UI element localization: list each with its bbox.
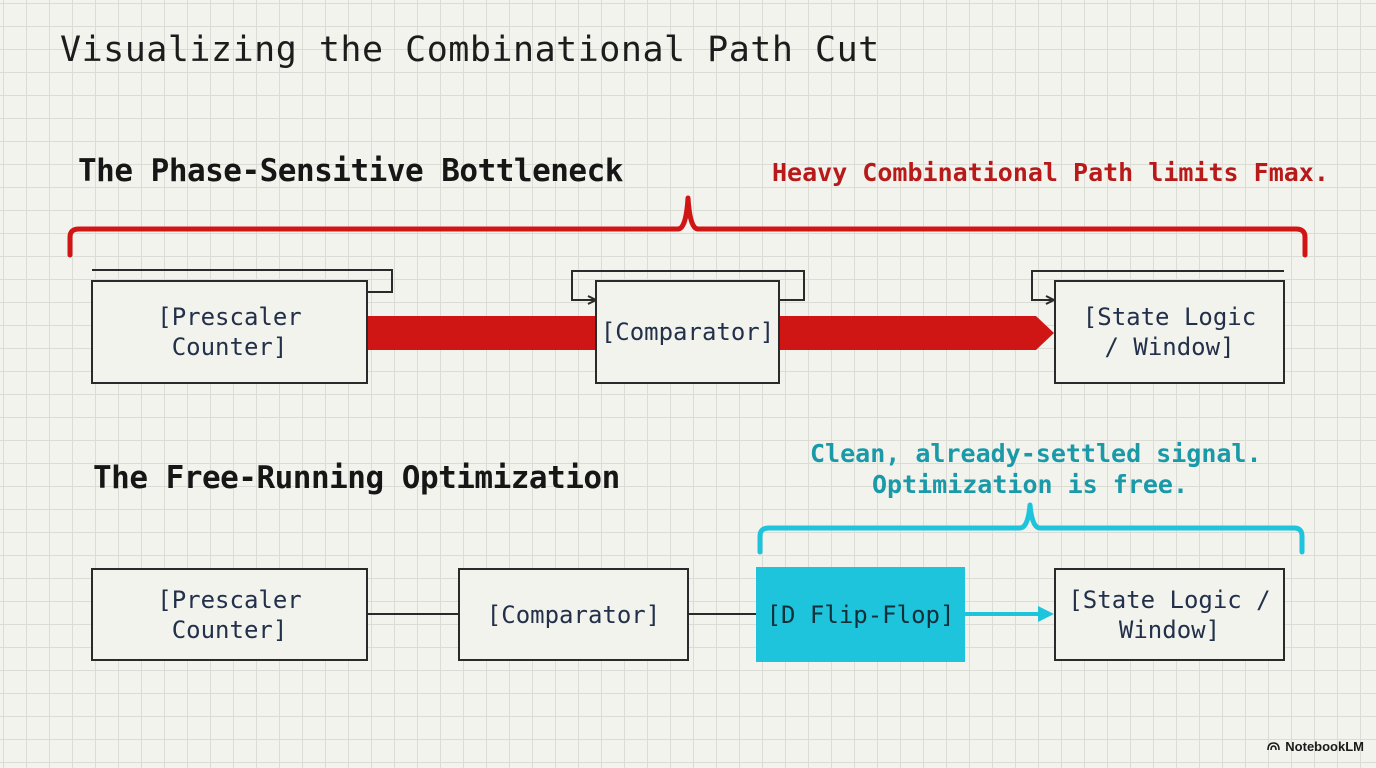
bottleneck-state-logic-node: [State Logic / Window]: [1054, 280, 1285, 384]
bottleneck-brace: [67, 195, 1308, 258]
notebooklm-logo-icon: [1267, 742, 1281, 751]
state-logic-feedback-loop: [1031, 270, 1284, 301]
prescaler-feedback-loop: [92, 269, 393, 293]
flip-flop-to-state-logic-arrowhead: [1038, 606, 1054, 622]
optimization-d-flip-flop-node: [D Flip-Flop]: [756, 567, 965, 662]
optimization-section-title: The Free-Running Optimization: [93, 460, 620, 496]
optimization-prescaler-counter-node: [Prescaler Counter]: [91, 568, 368, 661]
optimization-annotation: Clean, already-settled signal. Optimizat…: [810, 438, 1262, 500]
notebooklm-watermark: NotebookLM: [1267, 739, 1364, 754]
bottleneck-section-title: The Phase-Sensitive Bottleneck: [78, 153, 623, 189]
optimization-annotation-line-2: Optimization is free.: [871, 470, 1189, 499]
heavy-combinational-path-arrow-2: [780, 316, 1054, 350]
bottleneck-prescaler-counter-node: [Prescaler Counter]: [91, 280, 368, 384]
optimization-state-logic-node: [State Logic / Window]: [1054, 568, 1285, 661]
optimization-annotation-line-1: Clean, already-settled signal.: [810, 439, 1262, 468]
bottleneck-comparator-node: [Comparator]: [595, 280, 780, 384]
watermark-label: NotebookLM: [1285, 739, 1364, 754]
bottleneck-annotation: Heavy Combinational Path limits Fmax.: [772, 158, 1329, 187]
optimization-comparator-node: [Comparator]: [458, 568, 689, 661]
heavy-combinational-path-arrow-1: [368, 316, 596, 350]
optimization-brace: [757, 502, 1305, 555]
page-title: Visualizing the Combinational Path Cut: [60, 30, 880, 70]
comparator-feedback-loop: [571, 270, 805, 301]
